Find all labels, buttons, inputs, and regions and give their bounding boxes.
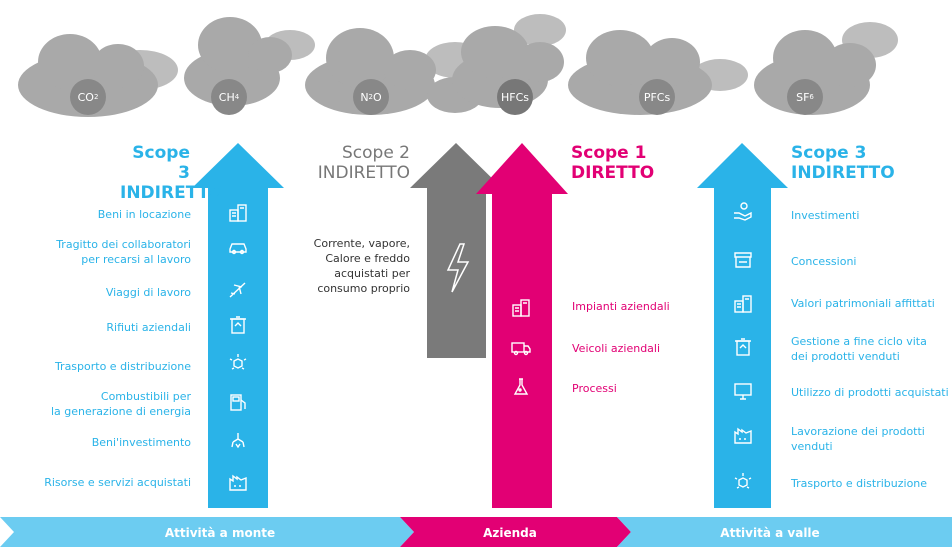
scope1-item-vehicles: Veicoli aziendali [572,342,661,355]
claw-icon [227,430,249,452]
gas-label: HFCs [500,90,529,104]
gas-subscript: 4 [234,93,240,101]
downstream-item-use-of-products: Utilizzo di prodotti acquistati [791,386,949,399]
scope2-title: Scope 2 INDIRETTO [308,143,410,183]
scope-title-line2: INDIRETTO [317,163,410,183]
company-label: Azienda [483,526,537,540]
downstream-item-investments: Investimenti [791,209,860,222]
box-arrows-icon [227,351,249,373]
building-icon [510,296,532,318]
monitor-icon [732,380,754,402]
gas-label: SF [796,90,810,104]
gas-label-tail: O [373,90,382,104]
scope-title-line2: INDIRETTO [120,183,224,203]
building-icon [227,201,249,223]
store-icon [732,248,754,270]
scope1-title: Scope 1 DIRETTO [571,143,671,183]
flask-icon [510,376,532,398]
scope-title-line2: INDIRETTO [791,163,895,183]
gas-bubble-hfcs: HFCs [497,79,533,115]
car-icon [227,236,249,258]
scope1-item-processes: Processi [572,382,617,395]
value-chain-shape [0,517,952,547]
gas-label: N [360,90,369,104]
scope-title-line1: Scope 2 [341,143,410,163]
scope3-upstream-arrow [192,143,284,508]
truck-icon [510,337,532,359]
scope2-arrow [410,143,502,358]
fuel-pump-icon [227,391,249,413]
upstream-item-fuels: Combustibili per la generazione di energ… [51,390,191,418]
scope-title-line2: DIRETTO [571,163,655,183]
recycle-bin-icon [732,336,754,358]
value-chain-band: Attività a monte Azienda Attività a vall… [0,517,952,547]
downstream-item-end-of-life: Gestione a fine ciclo vita dei prodotti … [791,335,927,363]
airplane-icon [227,279,249,301]
gas-label: CH [218,90,235,104]
gas-subscript: 2 [368,93,374,101]
scope3-upstream-title: Scope 3 INDIRETTO [120,143,224,203]
downstream-item-franchises: Concessioni [791,255,857,268]
upstream-item-capital-goods: Beni'investimento [91,436,191,449]
downstream-item-leased-assets: Valori patrimoniali affittati [791,297,935,310]
gas-bubble-pfcs: PFCs [639,79,675,115]
lightning-icon [446,243,470,293]
upstream-item-business-travel: Viaggi di lavoro [105,286,191,299]
downstream-item-processing: Lavorazione dei prodotti venduti [791,425,925,453]
downstream-label: Attività a valle [720,526,820,540]
box-arrows-icon [732,470,754,492]
recycle-bin-icon [227,314,249,336]
scope-title-line1: Scope 1 [571,143,647,163]
upstream-item-transport: Trasporto e distribuzione [54,360,191,373]
building-icon [732,292,754,314]
gas-subscript: 2 [93,93,99,101]
upstream-label: Attività a monte [164,526,276,540]
hand-coin-icon [732,201,754,223]
upstream-item-purchased-goods: Risorse e servizi acquistati [44,476,191,489]
scope1-item-plants: Impianti aziendali [572,300,670,313]
gas-subscript: 6 [809,93,814,101]
scope1-arrow [476,143,568,508]
factory-icon [227,471,249,493]
factory-icon [732,424,754,446]
upstream-item-leased-assets: Beni in locazione [97,208,191,221]
scope-title-line1: Scope 3 [132,143,190,183]
scope-title-line1: Scope 3 [791,143,867,163]
gas-label: CO [77,90,94,104]
scope3-downstream-arrow [697,143,788,508]
upstream-item-waste: Rifiuti aziendali [106,321,191,334]
downstream-item-transport: Trasporto e distribuzione [791,477,928,490]
scope3-downstream-title: Scope 3 INDIRETTO [791,143,895,183]
upstream-item-commuting: Tragitto dei collaboratori per recarsi a… [56,238,191,266]
scope2-description: Corrente, vapore, Calore e freddo acquis… [313,237,410,295]
gas-label: PFCs [643,90,671,104]
